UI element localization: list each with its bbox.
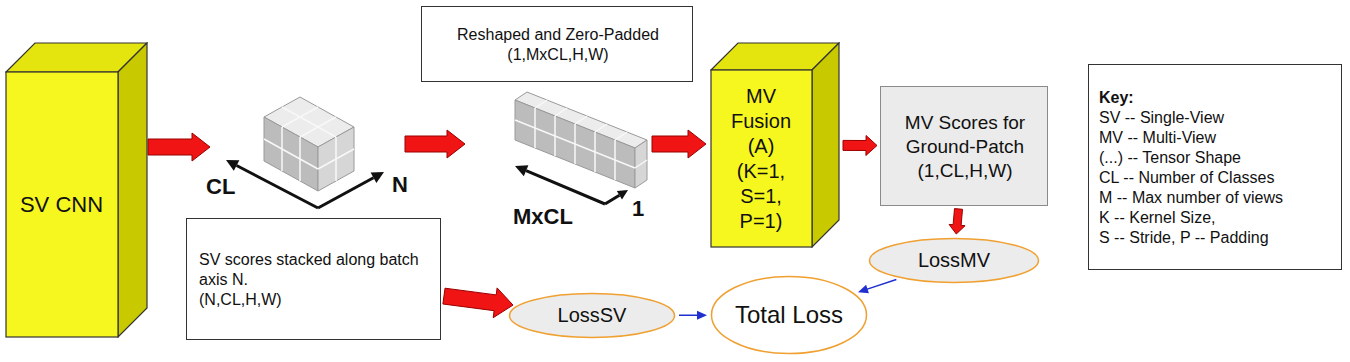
- node-title: LossMV: [918, 248, 990, 273]
- fusion-block: MV Fusion (A)(K=1, S=1, P=1): [710, 42, 840, 248]
- axis-label: N: [392, 172, 408, 198]
- loss-ellipse: LossMV: [868, 237, 1040, 284]
- node-text: K -- Kernel Size,: [1099, 208, 1333, 228]
- node-title: Total Loss: [735, 300, 843, 330]
- key-box: Key:SV -- Single-ViewMV -- Multi-View(..…: [1088, 64, 1342, 270]
- loss-ellipse: LossSV: [508, 292, 676, 339]
- node-text: CL -- Number of Classes: [1099, 168, 1333, 188]
- text-area: Key:SV -- Single-ViewMV -- Multi-View(..…: [1089, 65, 1343, 271]
- node-text: S -- Stride, P -- Padding: [1099, 228, 1333, 248]
- flow-arrow: [148, 130, 706, 161]
- note-box: Reshaped and Zero-Padded(1,MxCL,H,W): [421, 6, 693, 82]
- text-area: Reshaped and Zero-Padded(1,MxCL,H,W): [422, 7, 694, 83]
- node-text: MV -- Multi-View: [1099, 128, 1333, 148]
- flow-arrow: [843, 136, 877, 156]
- node-text: (N,CL,H,W): [199, 290, 430, 310]
- output-box: MV Scores for Ground-Patch(1,CL,H,W): [880, 86, 1048, 206]
- node-text: SV -- Single-View: [1099, 108, 1333, 128]
- cnn-block: SV CNN: [5, 42, 148, 338]
- axis-label: 1: [632, 196, 644, 222]
- node-text: (K=1, S=1, P=1): [718, 159, 804, 234]
- axis-arrow: [515, 165, 628, 204]
- text-area: SV scores stacked along batch axis N.(N,…: [187, 219, 442, 341]
- cnn-block-outline: [5, 42, 148, 338]
- loss-arrow: [858, 280, 896, 294]
- node-text: M -- Max number of views: [1099, 188, 1333, 208]
- node-title: SV scores stacked along batch axis N.: [199, 250, 430, 290]
- node-title: Key:: [1099, 88, 1333, 108]
- text-area: Total Loss: [710, 275, 868, 355]
- node-title: SV CNN: [20, 191, 103, 219]
- axis-label: CL: [206, 174, 235, 200]
- node-text: (1,MxCL,H,W): [507, 45, 608, 65]
- node-title: LossSV: [558, 303, 627, 328]
- note-box: SV scores stacked along batch axis N.(N,…: [186, 218, 441, 340]
- node-text: (1,CL,H,W): [918, 159, 1013, 183]
- flow-arrow: [949, 209, 965, 234]
- text-area: MV Scores for Ground-Patch(1,CL,H,W): [881, 87, 1049, 207]
- axis-label: MxCL: [513, 204, 573, 230]
- text-area: LossMV: [868, 237, 1040, 284]
- node-title: Reshaped and Zero-Padded: [457, 25, 659, 45]
- text-area: LossSV: [508, 292, 676, 339]
- text-area: MV Fusion (A)(K=1, S=1, P=1): [710, 70, 812, 248]
- flow-arrow: [443, 288, 513, 318]
- loss-ellipse: Total Loss: [710, 275, 868, 355]
- loss-arrow: [679, 311, 707, 320]
- score-cube-stack: [264, 97, 354, 191]
- node-title: MV Scores for Ground-Patch: [889, 111, 1041, 159]
- text-area: SV CNN: [5, 72, 118, 338]
- node-title: MV Fusion (A): [718, 84, 804, 159]
- axis-arrow: [226, 160, 384, 208]
- node-text: (...) -- Tensor Shape: [1099, 148, 1333, 168]
